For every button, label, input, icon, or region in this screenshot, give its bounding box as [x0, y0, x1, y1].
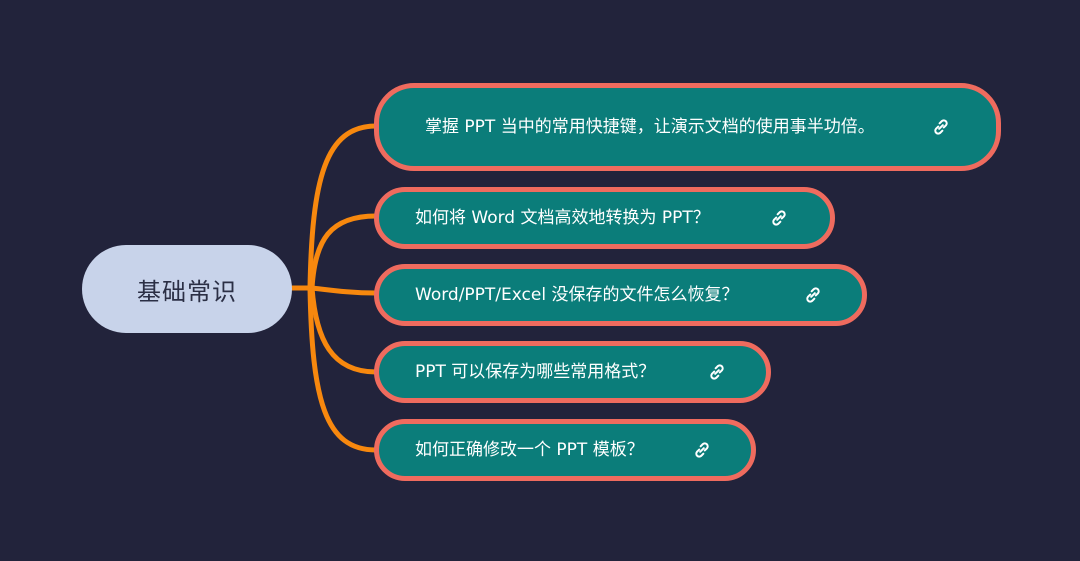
topic-label: Word/PPT/Excel 没保存的文件怎么恢复？: [415, 285, 739, 305]
topic-node-4[interactable]: PPT 可以保存为哪些常用格式？: [374, 341, 771, 403]
root-node[interactable]: 基础常识: [82, 245, 292, 333]
topic-node-2[interactable]: 如何将 Word 文档高效地转换为 PPT？: [374, 187, 835, 249]
connector-topic-4: [309, 285, 379, 375]
link-icon[interactable]: [768, 207, 790, 229]
topic-node-1[interactable]: 掌握 PPT 当中的常用快捷键，让演示文档的使用事半功倍。: [374, 83, 1001, 171]
root-node-label: 基础常识: [137, 277, 237, 306]
link-icon[interactable]: [706, 361, 728, 383]
topic-node-5[interactable]: 如何正确修改一个 PPT 模板？: [374, 419, 756, 481]
connector-topic-2: [309, 213, 379, 291]
connector-topic-5: [307, 285, 379, 453]
topic-label: PPT 可以保存为哪些常用格式？: [415, 362, 656, 382]
connector-topic-1: [307, 123, 379, 291]
topic-node-3[interactable]: Word/PPT/Excel 没保存的文件怎么恢复？: [374, 264, 867, 326]
topic-label: 如何将 Word 文档高效地转换为 PPT？: [415, 208, 710, 228]
topic-label: 掌握 PPT 当中的常用快捷键，让演示文档的使用事半功倍。: [425, 117, 875, 137]
link-icon[interactable]: [802, 284, 824, 306]
link-icon[interactable]: [930, 116, 952, 138]
link-icon[interactable]: [691, 439, 713, 461]
connector-topic-3: [309, 285, 379, 296]
topic-label: 如何正确修改一个 PPT 模板？: [415, 440, 644, 460]
